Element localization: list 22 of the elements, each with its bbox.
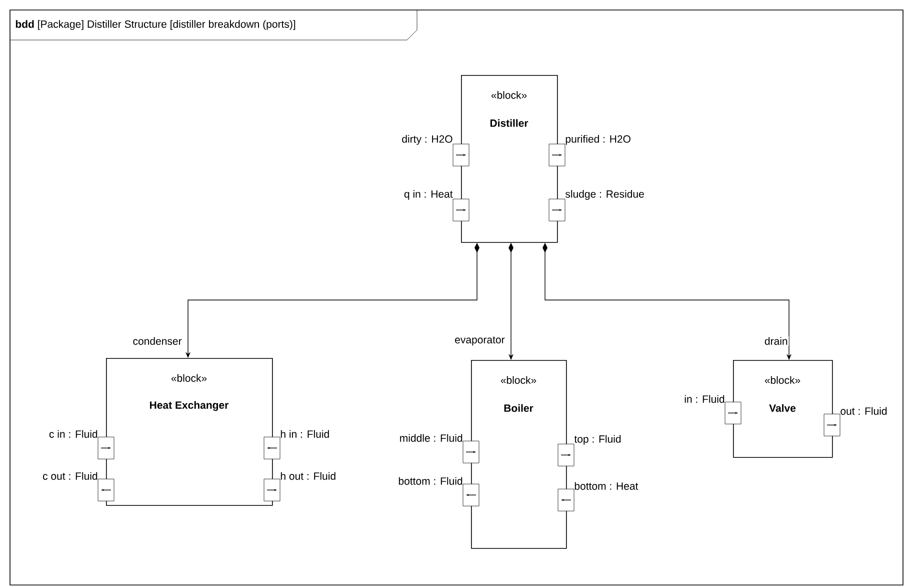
port-label: h in : Fluid	[280, 430, 329, 438]
block-box: «block» Distiller	[461, 75, 558, 243]
edge-label: condenser	[133, 337, 182, 345]
port-label: q in : Heat	[404, 190, 453, 200]
port-label: bottom : Heat	[574, 482, 638, 490]
port-label: dirty : H2O	[402, 135, 452, 145]
port-label: c in : Fluid	[49, 430, 98, 438]
port-label: purified : H2O	[566, 135, 630, 145]
block-box: «block» Heat Exchanger	[106, 358, 273, 506]
port-label: middle : Fluid	[400, 434, 462, 442]
block-box: «block» Valve	[733, 360, 833, 458]
port-label: top : Fluid	[574, 435, 621, 445]
port-label: h out : Fluid	[280, 472, 336, 480]
port-label: in : Fluid	[684, 395, 724, 403]
port-label: sludge : Residue	[566, 190, 644, 200]
port-label: c out : Fluid	[43, 472, 98, 480]
frame-title: bdd [Package] Distiller Structure [distiller breakdown (ports)]	[16, 20, 296, 30]
port-label: bottom : Fluid	[398, 477, 462, 485]
block-box: «block» Boiler	[471, 360, 567, 549]
edge-label: drain	[764, 337, 788, 345]
port-label: out : Fluid	[840, 407, 887, 415]
edge-label: evaporator	[455, 336, 505, 346]
